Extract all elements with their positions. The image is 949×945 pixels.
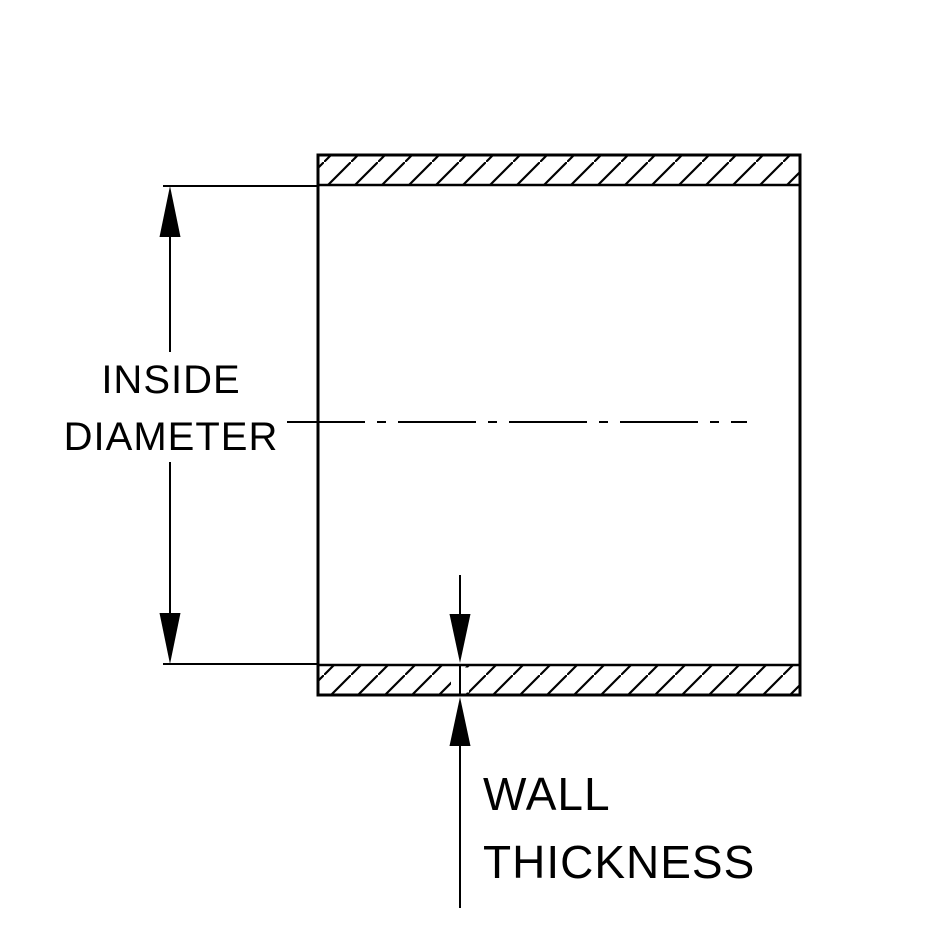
tube-outline — [316, 153, 802, 697]
wall-thickness-arrow-down — [449, 614, 471, 663]
inside-diameter-arrow-up — [159, 186, 181, 237]
top-wall-hatch-band — [316, 153, 802, 187]
wall-thickness-label-line1: WALL — [483, 768, 611, 820]
inside-diameter-arrow-down — [159, 613, 181, 664]
bottom-wall-hatch-band — [316, 663, 802, 697]
wall-thickness-label: WALL THICKNESS — [483, 760, 755, 896]
wall-thickness-label-line2: THICKNESS — [483, 836, 756, 888]
inside-diameter-label: INSIDE DIAMETER — [40, 352, 302, 466]
inside-diameter-label-line2: DIAMETER — [63, 415, 279, 459]
inside-diameter-label-line1: INSIDE — [101, 358, 241, 402]
wall-thickness-arrow-up — [449, 697, 471, 746]
